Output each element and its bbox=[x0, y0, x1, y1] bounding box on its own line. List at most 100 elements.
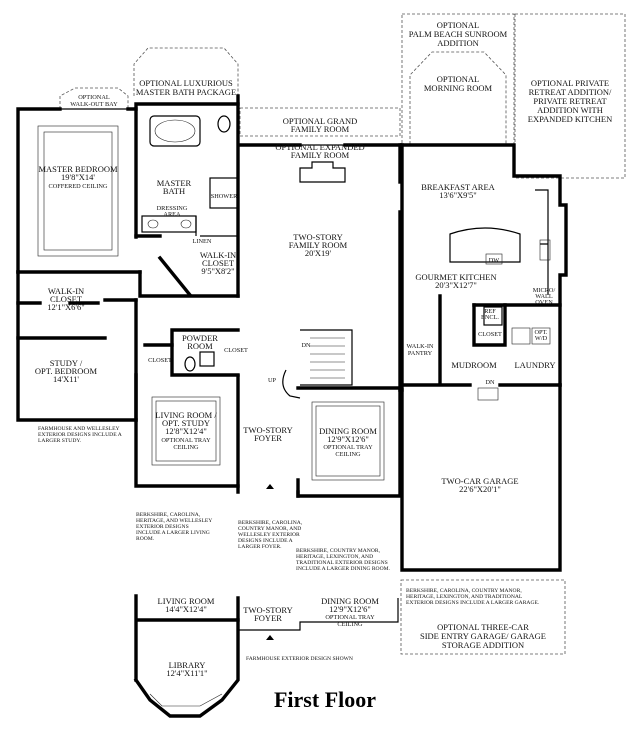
optional-additions-outlines bbox=[59, 13, 626, 655]
farmhouse-shown-note: FARMHOUSE EXTERIOR DESIGN SHOWN bbox=[246, 656, 353, 662]
option-labels: OPTIONAL WALK-OUT BAY OPTIONAL LUXURIOUS… bbox=[70, 20, 612, 650]
morning-room-label: OPTIONAL bbox=[437, 74, 480, 84]
stair-down-label: DN bbox=[301, 342, 311, 349]
window-ticks bbox=[17, 108, 480, 497]
design-notes: FARMHOUSE AND WELLESLEY EXTERIOR DESIGNS… bbox=[38, 426, 540, 662]
closet-c-label: CLOSET bbox=[478, 331, 502, 338]
plan-text: BATH bbox=[163, 186, 185, 196]
plan-text: ADDITION WITH bbox=[537, 105, 603, 115]
plan-text: OPTIONAL TRAY bbox=[325, 614, 375, 621]
plan-text: W/D bbox=[535, 335, 548, 342]
expanded-family-label: OPTIONAL EXPANDED bbox=[275, 142, 364, 152]
plan-text: HERITAGE, AND WELLESLEY bbox=[136, 518, 212, 524]
plan-text: OPTIONAL TRAY bbox=[323, 444, 373, 451]
plan-text: CEILING bbox=[337, 621, 363, 628]
main-walls bbox=[16, 94, 568, 572]
plan-text: FOYER bbox=[254, 613, 282, 623]
family-room-name: TWO-STORY bbox=[293, 232, 342, 242]
plan-text: CLOSET bbox=[50, 294, 83, 304]
plan-text: PRIVATE RETREAT bbox=[533, 96, 607, 106]
plan-text: CLOSET bbox=[202, 258, 235, 268]
plan-text: PALM BEACH SUNROOM bbox=[409, 29, 508, 39]
master-bath-name: MASTER bbox=[157, 178, 192, 188]
plan-text: 12'4"X11'1" bbox=[166, 668, 207, 678]
study-name: STUDY / bbox=[50, 358, 83, 368]
plan-text: LARGER STUDY. bbox=[38, 438, 82, 444]
plan-text: LARGER FOYER. bbox=[238, 544, 282, 550]
plan-text: 12'8"X12'4" bbox=[165, 426, 207, 436]
plan-text: DESIGNS INCLUDE A bbox=[238, 538, 293, 544]
plan-text: COFFERED CEILING bbox=[49, 183, 108, 190]
lux-bath-label: OPTIONAL LUXURIOUS bbox=[139, 78, 233, 88]
plan-text: CEILING bbox=[173, 444, 199, 451]
stair-up-label: UP bbox=[268, 377, 277, 384]
alternate-elevation bbox=[133, 594, 399, 718]
mudroom-label: MUDROOM bbox=[451, 360, 497, 370]
grand-family-label: OPTIONAL GRAND bbox=[283, 116, 358, 126]
stair-labels: DN UP DN bbox=[268, 342, 495, 386]
larger-dining-note: BERKSHIRE, COUNTRY MANOR, bbox=[296, 548, 381, 554]
plan-text: 13'6"X9'5" bbox=[439, 190, 476, 200]
breakfast-area-name: BREAKFAST AREA bbox=[421, 182, 495, 192]
plan-text: ROOM bbox=[187, 341, 213, 351]
walkin-pantry-name: WALK-IN bbox=[407, 343, 434, 350]
plan-text: 20'3"X12'7" bbox=[435, 280, 477, 290]
mud-down-label: DN bbox=[485, 379, 495, 386]
alt-foyer-name: TWO-STORY bbox=[243, 605, 292, 615]
plan-text: FAMILY ROOM bbox=[289, 240, 348, 250]
plan-text: PANTRY bbox=[408, 350, 433, 357]
closet-a-label: CLOSET bbox=[148, 357, 172, 364]
kitchen-name: GOURMET KITCHEN bbox=[415, 272, 496, 282]
plan-text: FAMILY ROOM bbox=[291, 150, 350, 160]
plan-text: COUNTRY MANOR, AND bbox=[238, 526, 301, 532]
larger-foyer-note: BERKSHIRE, CAROLINA, bbox=[238, 520, 303, 526]
plan-text: EXTERIOR DESIGNS bbox=[136, 524, 189, 530]
plan-text: OVEN bbox=[535, 299, 553, 306]
plan-text: 14'4"X12'4" bbox=[165, 604, 207, 614]
plan-text: WALK-OUT BAY bbox=[70, 101, 118, 108]
plan-text: WALL bbox=[535, 293, 553, 300]
plan-text: 12'9"X12'6" bbox=[329, 604, 371, 614]
dishwasher-label: DW bbox=[489, 257, 500, 264]
plan-text: 14'X11' bbox=[53, 374, 79, 384]
plan-text: 19'8"X14' bbox=[61, 172, 95, 182]
sunroom-label: OPTIONAL bbox=[437, 20, 480, 30]
linen-label: LINEN bbox=[193, 238, 212, 245]
larger-garage-note: BERKSHIRE, CAROLINA, COUNTRY MANOR, bbox=[406, 588, 522, 594]
walkin-closet-1-name: WALK-IN bbox=[200, 250, 236, 260]
opt-wd-label: OPT. bbox=[534, 329, 547, 336]
closet-b-label: CLOSET bbox=[224, 347, 248, 354]
plan-text: OPTIONAL TRAY bbox=[161, 437, 211, 444]
plan-text: WELLESLEY EXTERIOR bbox=[238, 532, 300, 538]
plan-text: HERITAGE, LEXINGTON, AND TRADITIONAL bbox=[406, 594, 523, 600]
plan-text: MASTER BATH PACKAGE bbox=[136, 87, 236, 97]
fixtures bbox=[37, 115, 551, 640]
retreat-label: OPTIONAL PRIVATE bbox=[531, 78, 609, 88]
plan-text: CEILING bbox=[335, 451, 361, 458]
plan-text: OPT. BEDROOM bbox=[35, 366, 98, 376]
alt-living-room-name: LIVING ROOM bbox=[158, 596, 215, 606]
plan-text: FAMILY ROOM bbox=[291, 124, 350, 134]
plan-text: STORAGE ADDITION bbox=[442, 640, 524, 650]
room-labels: MASTER BEDROOM 19'8"X14' COFFERED CEILIN… bbox=[35, 164, 556, 678]
micro-oven-label: MICRO/ bbox=[533, 287, 556, 294]
plan-text: 20'X19' bbox=[305, 248, 332, 258]
plan-text: 9'5"X8'2" bbox=[201, 266, 234, 276]
walkin-closet-2-name: WALK-IN bbox=[48, 286, 84, 296]
larger-living-note: BERKSHIRE, CAROLINA, bbox=[136, 512, 201, 518]
plan-text: INCLUDE A LARGER DINING ROOM. bbox=[296, 566, 391, 572]
laundry-label: LAUNDRY bbox=[514, 360, 555, 370]
powder-room-name: POWDER bbox=[182, 333, 218, 343]
plan-text: EXTERIOR DESIGNS INCLUDE A LARGER GARAGE… bbox=[406, 600, 540, 606]
living-room-name: LIVING ROOM / bbox=[155, 410, 217, 420]
plan-text: 12'9"X12'6" bbox=[327, 434, 369, 444]
plan-text: ENCL. bbox=[481, 314, 499, 321]
garage-name: TWO-CAR GARAGE bbox=[441, 476, 518, 486]
plan-text: FOYER bbox=[254, 433, 282, 443]
farmhouse-study-note: FARMHOUSE AND WELLESLEY bbox=[38, 426, 120, 432]
floor-title: First Floor bbox=[274, 687, 376, 712]
walkout-bay-label: OPTIONAL bbox=[78, 94, 110, 101]
plan-text: 12'1"X6'6" bbox=[47, 302, 84, 312]
three-car-label: OPTIONAL THREE-CAR bbox=[437, 622, 529, 632]
